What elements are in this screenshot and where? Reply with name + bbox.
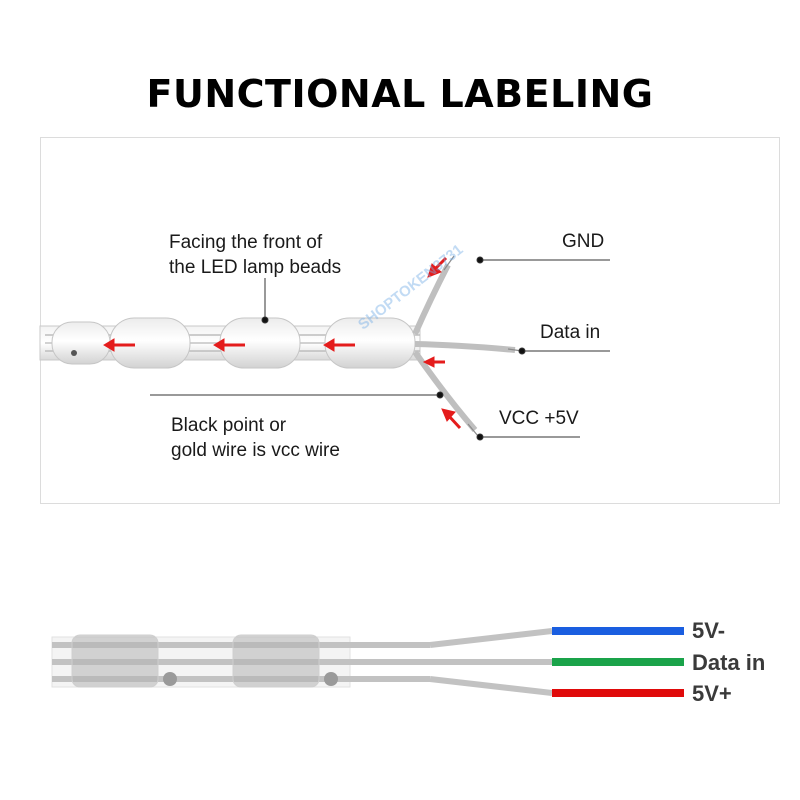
vcc-note-line2: gold wire is vcc wire — [171, 440, 340, 461]
vcc-label: VCC +5V — [499, 408, 579, 429]
wire-5v-plus-swatch — [552, 689, 684, 697]
led-beads — [51, 317, 416, 369]
wire-5v-minus-swatch — [552, 627, 684, 635]
leader-lines — [150, 256, 610, 441]
wire-ends — [412, 263, 516, 432]
legend-data-in: Data in — [692, 650, 766, 675]
page-title: FUNCTIONAL LABELING — [146, 72, 654, 116]
front-label-line1: Facing the front of — [169, 232, 323, 253]
data-in-label: Data in — [540, 322, 601, 343]
legend-5v-minus: 5V- — [692, 618, 726, 643]
wire-arrows — [422, 256, 462, 430]
gnd-label: GND — [562, 231, 605, 252]
colored-wire-segments — [552, 627, 684, 697]
front-label-line2: the LED lamp beads — [169, 257, 342, 278]
legend-5v-plus: 5V+ — [692, 681, 732, 706]
wire-data-in-swatch — [552, 658, 684, 666]
vcc-note-line1: Black point or — [171, 415, 287, 436]
data-flow-arrows — [103, 338, 355, 352]
bottom-strip — [51, 628, 553, 696]
